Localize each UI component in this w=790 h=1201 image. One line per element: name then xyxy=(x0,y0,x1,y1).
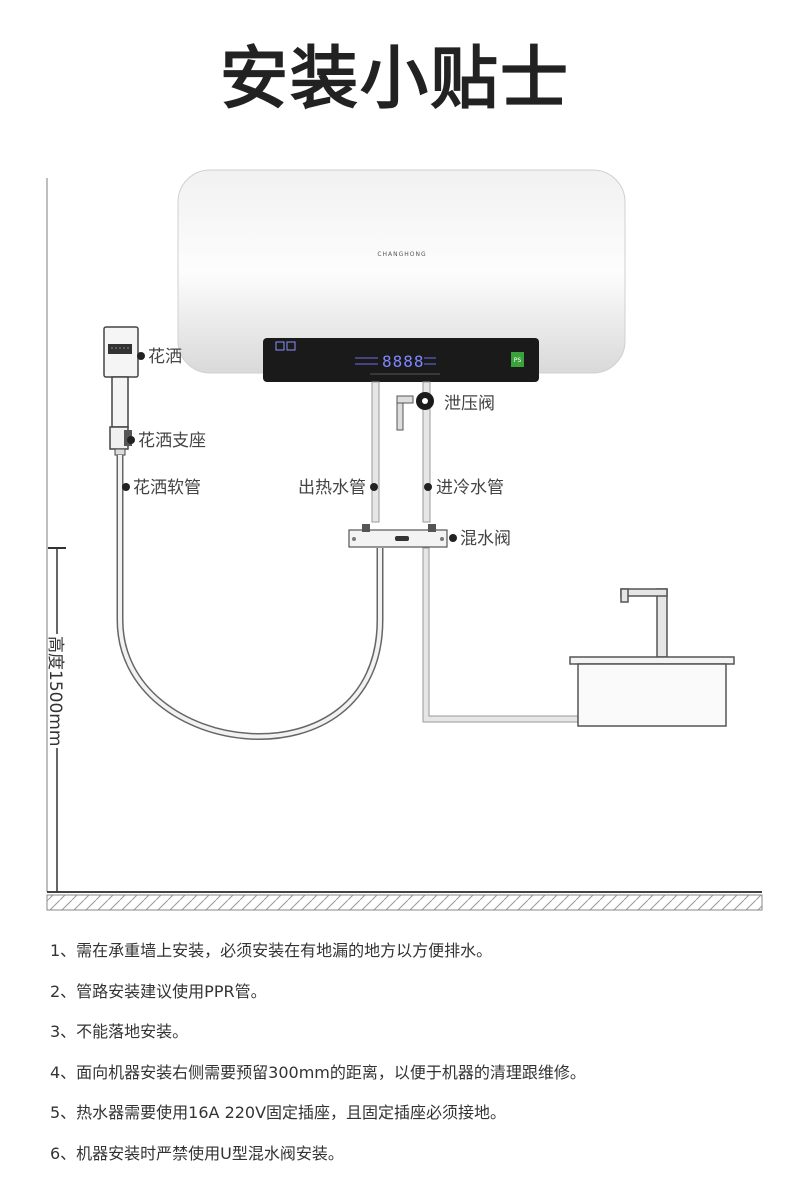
label-hot-outlet-pipe: 出热水管 xyxy=(298,478,366,498)
shower-head xyxy=(103,326,139,456)
cold-feed-pipe xyxy=(422,547,579,723)
height-label: 高度1500mm xyxy=(45,636,65,746)
panel-icon-left-2 xyxy=(286,341,296,351)
callout-markers xyxy=(122,352,457,542)
note-2: 2、管路安装建议使用PPR管。 xyxy=(50,981,267,1001)
label-shower-head: 花洒 xyxy=(148,347,182,367)
page-title: 安装小贴士 xyxy=(219,40,570,119)
note-3: 3、不能落地安装。 xyxy=(50,1022,189,1042)
note-5: 5、热水器需要使用16A 220V固定插座，且固定插座必须接地。 xyxy=(50,1103,507,1123)
label-pressure-valve: 泄压阀 xyxy=(444,394,495,414)
heater-control-panel xyxy=(263,338,539,382)
note-6: 6、机器安装时严禁使用U型混水阀安装。 xyxy=(50,1143,344,1163)
energy-badge-text: PS xyxy=(514,357,522,364)
faucet xyxy=(656,588,668,658)
pressure-relief-valve xyxy=(396,392,434,431)
sink-countertop xyxy=(569,656,735,665)
note-4: 4、面向机器安装右侧需要预留300mm的距离，以便于机器的清理跟维修。 xyxy=(50,1062,586,1082)
sink-basin xyxy=(577,663,727,727)
cold-inlet-pipe xyxy=(422,381,431,523)
note-1: 1、需在承重墙上安装，必须安装在有地漏的地方以方便排水。 xyxy=(50,941,493,960)
panel-icon-left xyxy=(275,341,285,351)
label-cold-inlet-pipe: 进冷水管 xyxy=(436,478,504,498)
sink-with-faucet xyxy=(569,588,735,727)
energy-badge xyxy=(511,352,524,367)
label-shower-holder: 花洒支座 xyxy=(138,431,206,451)
mixing-valve xyxy=(348,524,448,548)
floor xyxy=(46,891,763,911)
pipes xyxy=(371,381,579,723)
heater-brand-logo: CHANGHONG xyxy=(377,251,426,258)
hot-outlet-pipe xyxy=(371,381,380,523)
label-shower-hose: 花洒软管 xyxy=(133,478,201,498)
water-heater: CHANGHONG 8888 PS xyxy=(177,169,626,382)
installation-diagram: 高度1500mm CHANGHONG 8888 PS xyxy=(45,169,763,911)
heater-display-digits: 8888 xyxy=(382,352,425,371)
installation-notes: 1、需在承重墙上安装，必须安装在有地漏的地方以方便排水。 2、管路安装建议使用P… xyxy=(50,940,770,1184)
height-dimension: 高度1500mm xyxy=(45,547,66,892)
label-mixing-valve: 混水阀 xyxy=(460,529,511,549)
